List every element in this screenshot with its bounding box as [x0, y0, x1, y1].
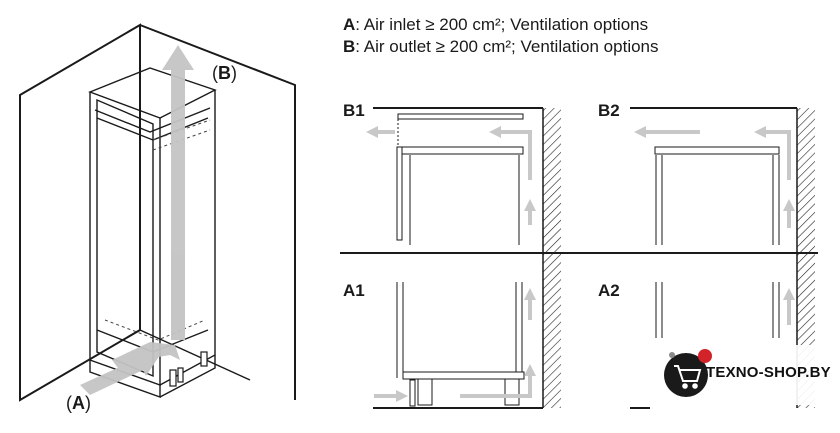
panel-label-a1: A1	[343, 281, 365, 300]
legend-air-outlet: B: Air outlet ≥ 200 cm²; Ventilation opt…	[343, 37, 659, 57]
legend-air-inlet: A: Air inlet ≥ 200 cm²; Ventilation opti…	[343, 15, 648, 35]
panel-label-a2: A2	[598, 281, 620, 300]
cabinet-illustration	[19, 23, 296, 402]
watermark-logo	[648, 345, 840, 405]
airflow-arrows	[80, 45, 194, 395]
cabinet-label-b: (B)	[212, 63, 237, 83]
legend-a-text: : Air inlet ≥ 200 cm²; Ventilation optio…	[355, 15, 649, 34]
watermark-brand-text: TEXNO-SHOP.BY	[706, 364, 831, 381]
legend-a-key: A	[343, 15, 356, 34]
panel-a2	[630, 282, 795, 409]
panel-label-b2: B2	[598, 101, 620, 120]
panel-a1	[373, 282, 543, 409]
legend-b-key: B	[343, 37, 356, 56]
shopping-cart-icon	[674, 365, 702, 389]
panel-b1	[366, 107, 543, 245]
section-diagrams	[340, 107, 818, 409]
panel-b2	[630, 107, 797, 245]
panel-label-b1: B1	[343, 101, 365, 120]
cabinet-label-a: (A)	[66, 393, 91, 413]
legend-b-text: : Air outlet ≥ 200 cm²; Ventilation opti…	[355, 37, 659, 56]
